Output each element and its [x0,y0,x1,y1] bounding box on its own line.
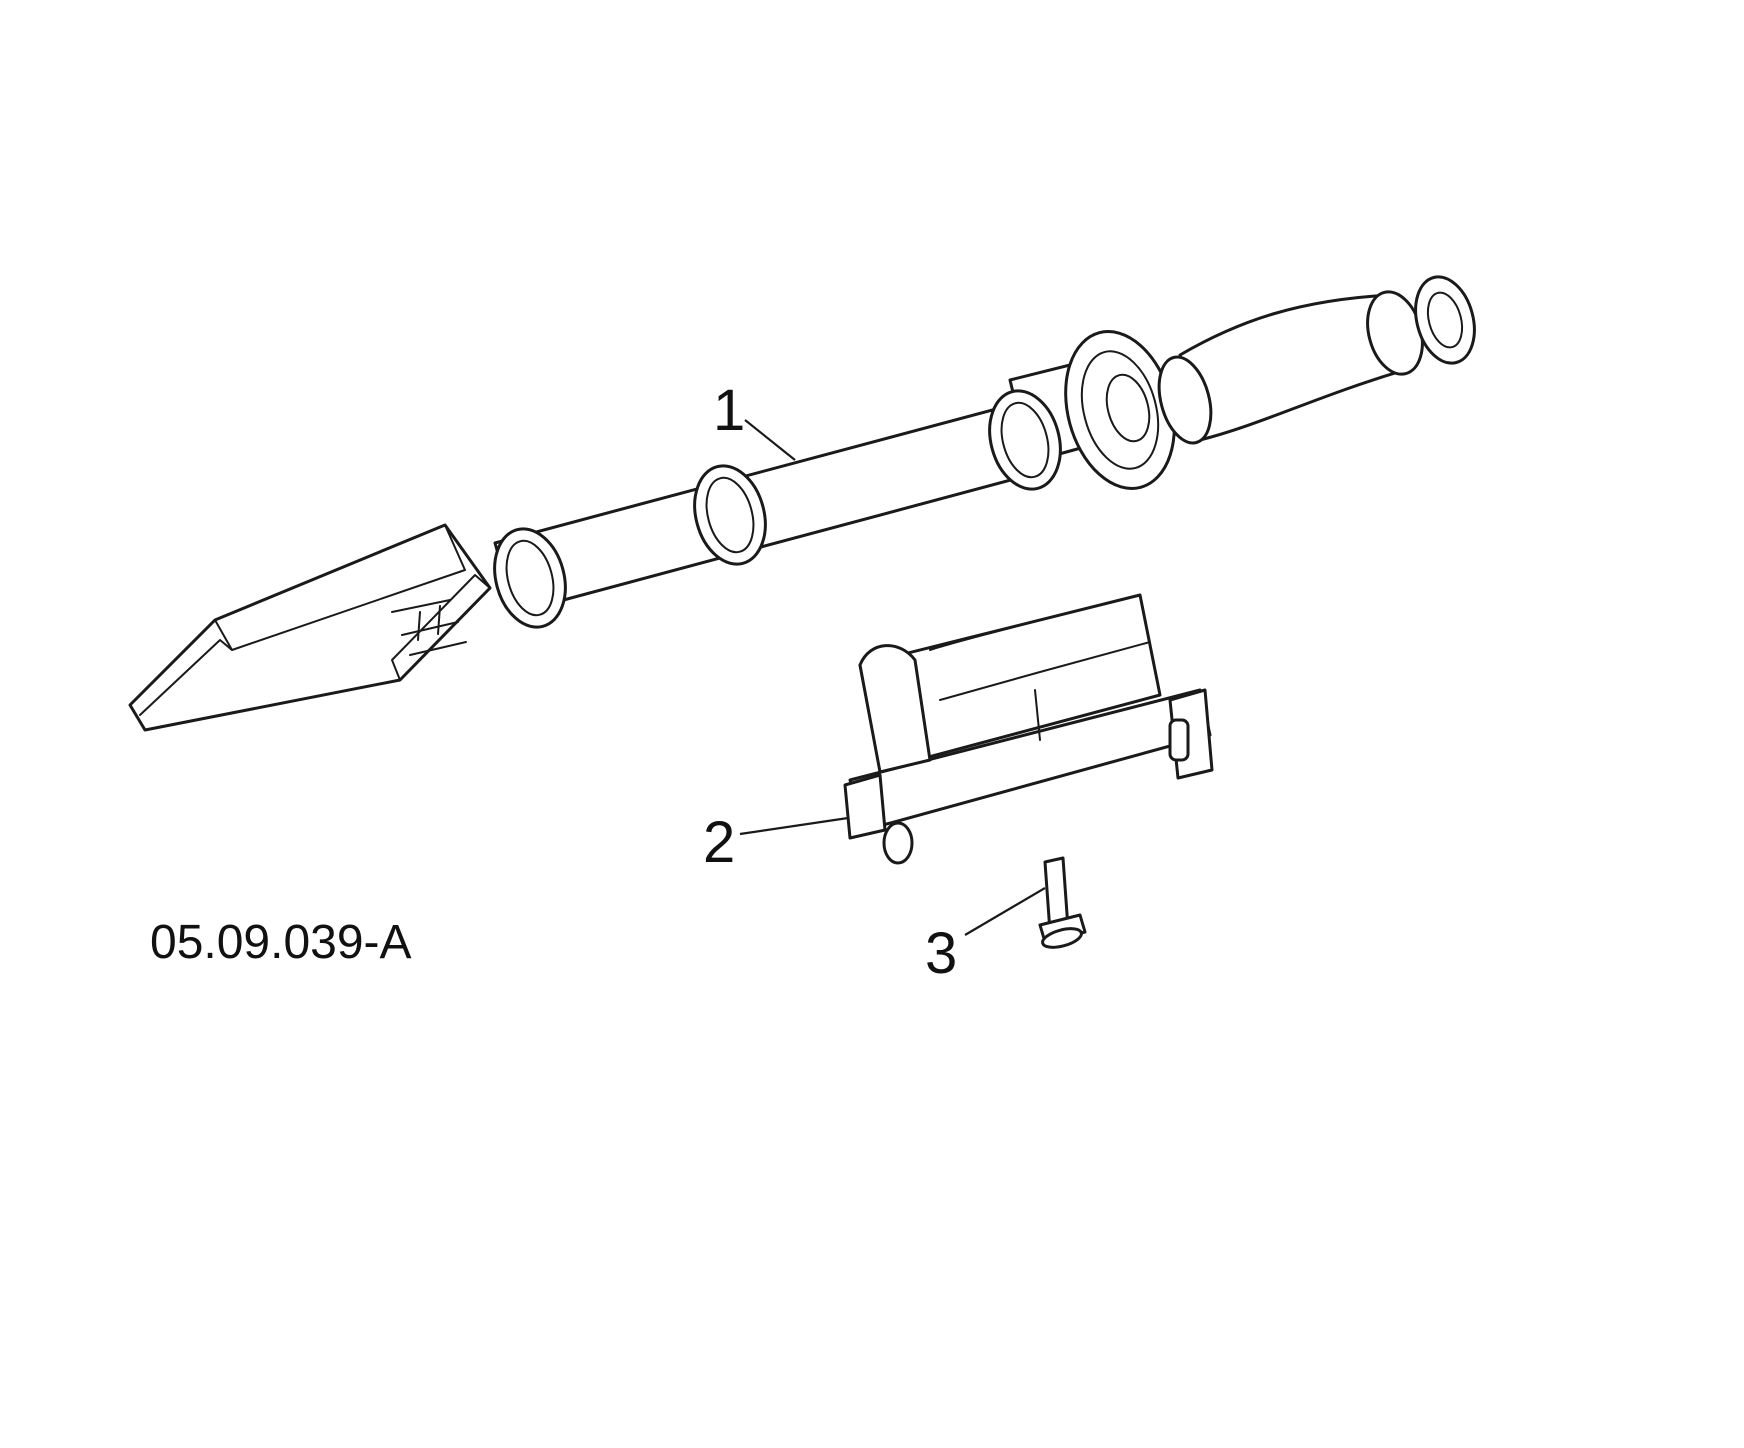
callout-3-leader [964,887,1046,936]
shaft-ring-1 [493,527,567,629]
flange-disc [1064,330,1176,490]
callout-2-number: 2 [703,810,735,875]
callout-1-number: 1 [713,378,745,443]
callout-2-leader [739,816,849,836]
part-3-bolt [1038,856,1087,949]
callout-3-number: 3 [925,921,957,986]
shaft-ring-2 [693,464,767,566]
handle-grip [1157,275,1476,445]
drawing-id-label: 05.09.039-A [150,916,412,969]
callout-1-leader [744,419,796,461]
shaft-ring-3 [988,389,1062,491]
part-1-lever-shaft [128,275,1476,732]
fork-blade [128,523,492,732]
part-2-mounting-bracket [843,593,1214,865]
